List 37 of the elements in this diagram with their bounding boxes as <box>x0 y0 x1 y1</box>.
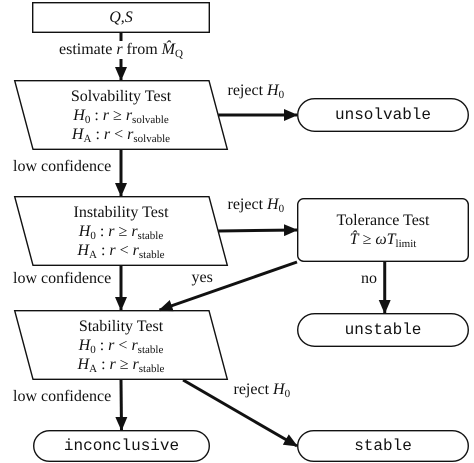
hypothesis-text: H$_{A}$ : r < r$_{solvable}$ <box>72 124 170 144</box>
hypothesis-text: T̂ ≥ ωT$_{limit}$ <box>350 230 416 249</box>
arrow <box>158 260 298 312</box>
arrow <box>115 380 128 431</box>
outcome-label: inconclusive <box>64 436 180 456</box>
test-title: Instability Test <box>73 202 169 222</box>
hypothesis-text: H$_{0}$ : r ≥ r$_{stable}$ <box>78 222 164 240</box>
terminal-box <box>297 98 469 132</box>
terminal-box <box>297 313 469 347</box>
input-label: Q,S <box>109 8 133 27</box>
test-title: Tolerance Test <box>336 211 430 230</box>
test-title: Solvability Test <box>70 86 172 106</box>
outcome-label: unsolvable <box>334 106 431 124</box>
hypothesis-text: H$_{A}$ : r ≥ r$_{stable}$ <box>78 354 164 374</box>
arrow <box>115 150 127 197</box>
terminal-box <box>33 430 210 462</box>
arrow <box>182 378 298 448</box>
test-title: Stability Test <box>78 316 164 336</box>
edge-label: estimate r from M̂$_{Q}$ <box>57 41 185 59</box>
outcome-label: unstable <box>344 320 422 340</box>
edge-label: reject H$_{0}$ <box>226 196 286 214</box>
hypothesis-text: H$_{0}$ : r < r$_{stable}$ <box>78 336 164 354</box>
arrow <box>218 109 298 121</box>
outcome-label: stable <box>354 436 412 456</box>
arrow <box>218 224 298 236</box>
hypothesis-text: H$_{0}$ : r ≥ r$_{solvable}$ <box>73 106 169 124</box>
edge-label: reject H$_{0}$ <box>232 381 292 399</box>
arrow <box>115 266 127 311</box>
decision-parallelogram <box>14 310 228 380</box>
terminal-box <box>297 430 469 462</box>
hypothesis-text: H$_{A}$ : r < r$_{stable}$ <box>77 240 165 260</box>
decision-parallelogram <box>14 196 228 266</box>
decision-parallelogram <box>14 80 228 150</box>
edge-label: reject H$_{0}$ <box>226 82 286 100</box>
input-box <box>32 2 210 33</box>
arrow <box>378 262 391 314</box>
process-box <box>297 198 469 262</box>
